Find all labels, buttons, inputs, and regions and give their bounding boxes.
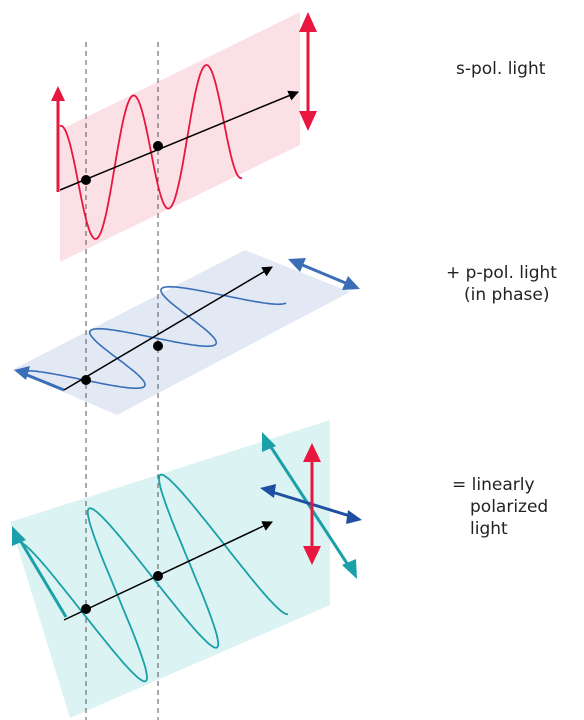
s-pol-label: s-pol. light xyxy=(456,58,545,80)
p-pol-point-2 xyxy=(153,341,163,351)
linear-pol-label: = linearly polarized light xyxy=(452,474,548,540)
s-pol-plane xyxy=(60,12,300,262)
p-pol-point-1 xyxy=(81,375,91,385)
linear-pol-label-line2: polarized xyxy=(452,496,548,518)
p-pol-label-line1: + p-pol. light xyxy=(446,262,557,284)
s-pol-point-2 xyxy=(153,141,163,151)
resultant-point-1 xyxy=(81,604,91,614)
s-pol-label-text: s-pol. light xyxy=(456,58,545,80)
s-pol-double-arrow xyxy=(299,12,317,131)
p-pol-label-line2: (in phase) xyxy=(446,284,557,306)
s-pol-point-1 xyxy=(81,175,91,185)
resultant-point-2 xyxy=(153,571,163,581)
p-pol-label: + p-pol. light (in phase) xyxy=(446,262,557,306)
linear-pol-label-line3: light xyxy=(452,518,548,540)
s-pol-vector-head xyxy=(51,86,65,101)
linear-pol-label-line1: = linearly xyxy=(452,474,548,496)
